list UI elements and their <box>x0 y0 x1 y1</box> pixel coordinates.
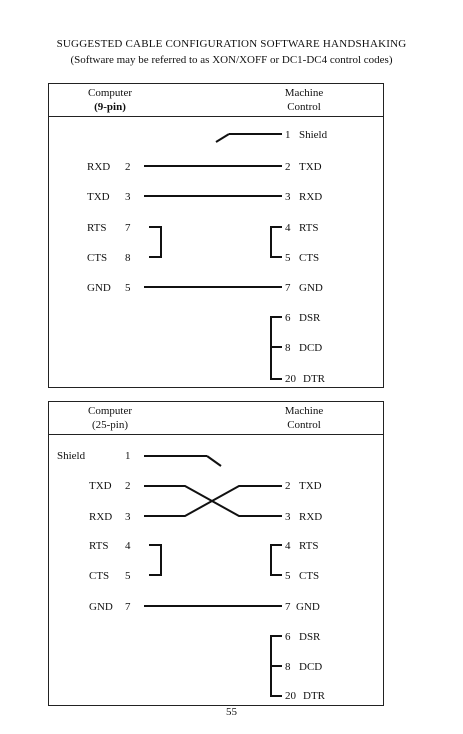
pin-label: RXD <box>87 161 111 173</box>
pin-label: RTS <box>299 540 319 552</box>
pin-number: 8 <box>285 342 291 354</box>
wiring-diagram <box>144 455 282 697</box>
loop-rts-cts-computer <box>149 544 162 576</box>
loop-rts-cts-machine <box>270 544 282 576</box>
pin-number: 4 <box>125 540 131 552</box>
pin-label: RTS <box>87 222 107 234</box>
diagram-9pin: Computer (9-pin) Machine Control <box>48 83 384 388</box>
page-subtitle: (Software may be referred to as XON/XOFF… <box>70 54 393 66</box>
pin-label: TXD <box>87 191 110 203</box>
pin-number: 2 <box>125 480 131 492</box>
pin-label: TXD <box>299 161 322 173</box>
panel-header: Computer (25-pin) Machine Control <box>49 402 383 435</box>
computer-header: Computer (9-pin) <box>88 87 132 113</box>
pin-number: 3 <box>285 511 291 523</box>
pin-label: CTS <box>87 252 108 264</box>
wire-rxd-txd <box>144 485 282 517</box>
pin-number: 20 <box>285 373 296 385</box>
pin-number: 2 <box>125 161 131 173</box>
pin-label: RXD <box>299 191 323 203</box>
pin-label: GND <box>299 282 323 294</box>
pin-label: DSR <box>299 631 321 643</box>
pin-number: 5 <box>125 282 131 294</box>
pin-label: GND <box>296 601 320 613</box>
pin-number: 7 <box>125 222 131 234</box>
pin-number: 6 <box>285 631 291 643</box>
pin-number: 7 <box>285 282 291 294</box>
pin-label: RTS <box>299 222 319 234</box>
loop-rts-cts-machine <box>270 226 282 258</box>
pin-number: 1 <box>285 129 291 141</box>
machine-header: Machine Control <box>284 87 324 113</box>
pin-label: RTS <box>89 540 109 552</box>
panel-header: Computer (9-pin) Machine Control <box>49 84 383 117</box>
pin-label: CTS <box>89 570 110 582</box>
pin-label: GND <box>87 282 111 294</box>
pin-number: 5 <box>285 570 291 582</box>
pin-number: 2 <box>285 480 291 492</box>
wiring-diagram <box>144 133 282 380</box>
pin-label: GND <box>89 601 113 613</box>
computer-header: Computer (25-pin) <box>88 405 132 431</box>
pin-label: CTS <box>299 570 320 582</box>
pin-number: 7 <box>285 601 291 613</box>
machine-header: Machine Control <box>284 405 324 431</box>
pin-label: DTR <box>303 690 325 702</box>
shield-slash <box>215 133 230 143</box>
pin-number: 4 <box>285 222 291 234</box>
pin-label: DTR <box>303 373 325 385</box>
pin-number: 5 <box>285 252 291 264</box>
pin-label: Shield <box>299 129 328 141</box>
pin-number: 3 <box>285 191 291 203</box>
pin-label: Shield <box>57 450 86 462</box>
pin-label: TXD <box>299 480 322 492</box>
pin-label: RXD <box>299 511 323 523</box>
pin-number: 7 <box>125 601 131 613</box>
pin-number: 8 <box>285 661 291 673</box>
pin-label: RXD <box>89 511 113 523</box>
page-number: 55 <box>226 706 237 718</box>
pin-label: DCD <box>299 342 323 354</box>
pin-number: 1 <box>125 450 131 462</box>
pin-label: DSR <box>299 312 321 324</box>
pin-number: 5 <box>125 570 131 582</box>
pin-number: 3 <box>125 191 131 203</box>
pin-label: DCD <box>299 661 323 673</box>
pin-number: 6 <box>285 312 291 324</box>
diagram-25pin: Computer (25-pin) Machine Control Sh <box>48 401 384 706</box>
page-title: SUGGESTED CABLE CONFIGURATION SOFTWARE H… <box>56 38 407 50</box>
pin-number: 4 <box>285 540 291 552</box>
pin-number: 3 <box>125 511 131 523</box>
pin-label: TXD <box>89 480 112 492</box>
shield-slash <box>206 455 222 467</box>
pin-number: 8 <box>125 252 131 264</box>
pin-number: 2 <box>285 161 291 173</box>
pin-label: CTS <box>299 252 320 264</box>
loop-rts-cts-computer <box>149 226 162 258</box>
pin-number: 20 <box>285 690 296 702</box>
